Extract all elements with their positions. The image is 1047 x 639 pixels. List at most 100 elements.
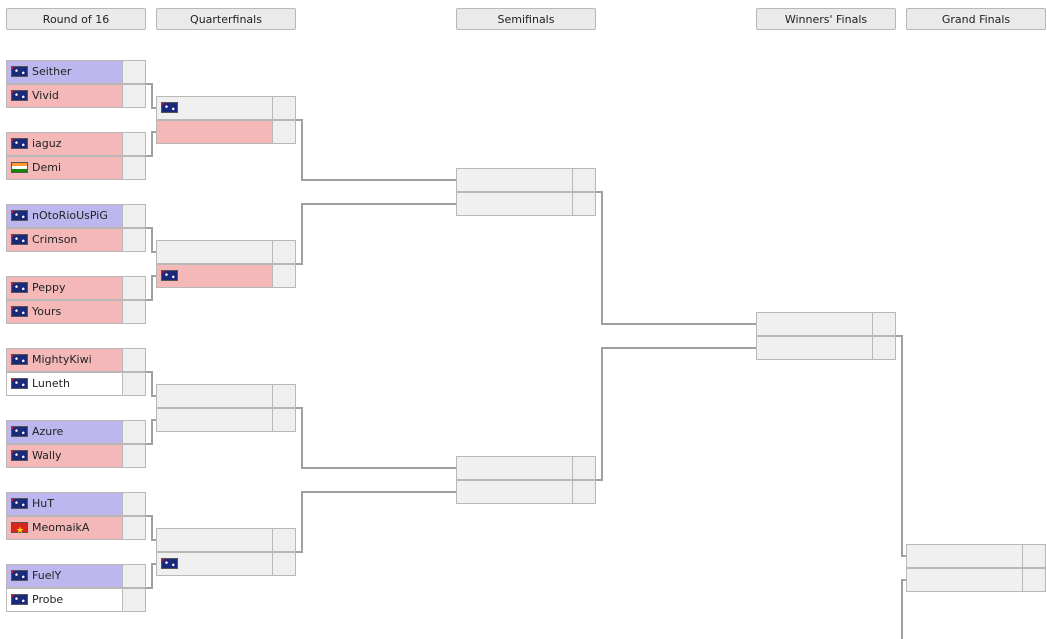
flag-vn-icon — [11, 520, 28, 539]
match-slot[interactable] — [156, 264, 296, 288]
match-slot[interactable]: iaguz — [6, 132, 146, 156]
player-cell[interactable]: Crimson — [6, 228, 123, 252]
score-cell — [123, 564, 146, 588]
score-cell — [573, 168, 596, 192]
player-cell[interactable] — [156, 528, 273, 552]
player-cell[interactable]: Azure — [6, 420, 123, 444]
flag-au-icon — [11, 378, 28, 389]
flag-au-icon — [11, 426, 28, 437]
player-cell[interactable] — [156, 240, 273, 264]
score-cell — [573, 456, 596, 480]
score-cell — [123, 588, 146, 612]
player-cell[interactable] — [156, 384, 273, 408]
flag-au-icon — [11, 234, 28, 245]
match-slot[interactable] — [156, 240, 296, 264]
connector-line — [901, 579, 906, 639]
match-slot[interactable] — [456, 168, 596, 192]
player-cell[interactable]: Peppy — [6, 276, 123, 300]
connector-line — [146, 275, 156, 301]
player-cell[interactable] — [156, 264, 273, 288]
connector-line — [146, 83, 156, 109]
match-slot[interactable] — [456, 480, 596, 504]
match-slot[interactable]: Yours — [6, 300, 146, 324]
player-cell[interactable]: nOtoRioUsPiG — [6, 204, 123, 228]
connector-line — [296, 119, 456, 181]
player-cell[interactable]: FuelY — [6, 564, 123, 588]
match-slot[interactable]: FuelY — [6, 564, 146, 588]
player-cell[interactable]: Probe — [6, 588, 123, 612]
score-cell — [123, 132, 146, 156]
match-slot[interactable] — [756, 336, 896, 360]
player-name: Crimson — [32, 233, 78, 246]
player-cell[interactable]: HuT — [6, 492, 123, 516]
player-cell[interactable] — [156, 96, 273, 120]
match-slot[interactable] — [456, 456, 596, 480]
match-slot[interactable] — [906, 568, 1046, 592]
match-slot[interactable] — [156, 528, 296, 552]
player-name: FuelY — [32, 569, 62, 582]
player-cell[interactable] — [456, 192, 573, 216]
match-slot[interactable]: Luneth — [6, 372, 146, 396]
player-cell[interactable]: Seither — [6, 60, 123, 84]
match-slot[interactable]: Peppy — [6, 276, 146, 300]
match-slot[interactable]: HuT — [6, 492, 146, 516]
match-slot[interactable]: MeomaikA — [6, 516, 146, 540]
flag-in-icon — [11, 162, 28, 173]
flag-au-icon — [11, 90, 28, 101]
score-cell — [123, 420, 146, 444]
match-slot[interactable]: Demi — [6, 156, 146, 180]
player-name: Vivid — [32, 89, 59, 102]
match-slot[interactable] — [156, 120, 296, 144]
match-slot[interactable]: Vivid — [6, 84, 146, 108]
player-cell[interactable]: iaguz — [6, 132, 123, 156]
match-slot[interactable]: Wally — [6, 444, 146, 468]
player-cell[interactable]: Luneth — [6, 372, 123, 396]
flag-au-icon — [11, 138, 28, 149]
player-cell[interactable]: Vivid — [6, 84, 123, 108]
score-cell — [123, 204, 146, 228]
score-cell — [273, 96, 296, 120]
player-cell[interactable] — [156, 552, 273, 576]
flag-au-icon — [11, 498, 28, 509]
player-cell[interactable] — [156, 120, 273, 144]
connector-line — [296, 491, 456, 553]
player-cell[interactable]: MightyKiwi — [6, 348, 123, 372]
flag-au-icon — [11, 354, 28, 365]
player-cell[interactable] — [906, 544, 1023, 568]
match-slot[interactable]: nOtoRioUsPiG — [6, 204, 146, 228]
player-cell[interactable] — [906, 568, 1023, 592]
player-cell[interactable]: MeomaikA — [6, 516, 123, 540]
match-slot[interactable] — [156, 552, 296, 576]
score-cell — [573, 192, 596, 216]
score-cell — [273, 528, 296, 552]
connector-line — [146, 371, 156, 397]
match-slot[interactable]: Crimson — [6, 228, 146, 252]
match-slot[interactable] — [906, 544, 1046, 568]
player-cell[interactable] — [456, 168, 573, 192]
match-slot[interactable] — [156, 96, 296, 120]
player-cell[interactable] — [756, 312, 873, 336]
score-cell — [123, 444, 146, 468]
score-cell — [273, 264, 296, 288]
player-name: Wally — [32, 449, 62, 462]
player-cell[interactable] — [156, 408, 273, 432]
connector-line — [146, 131, 156, 157]
player-cell[interactable] — [756, 336, 873, 360]
flag-au-icon — [161, 558, 178, 569]
player-cell[interactable]: Yours — [6, 300, 123, 324]
match-slot[interactable] — [156, 408, 296, 432]
match-slot[interactable] — [756, 312, 896, 336]
player-name: Yours — [32, 305, 62, 318]
flag-au-icon — [11, 282, 28, 293]
match-slot[interactable]: MightyKiwi — [6, 348, 146, 372]
match-slot[interactable]: Seither — [6, 60, 146, 84]
match-slot[interactable]: Probe — [6, 588, 146, 612]
match-slot[interactable] — [456, 192, 596, 216]
score-cell — [273, 408, 296, 432]
match-slot[interactable] — [156, 384, 296, 408]
match-slot[interactable]: Azure — [6, 420, 146, 444]
player-cell[interactable]: Demi — [6, 156, 123, 180]
player-cell[interactable] — [456, 480, 573, 504]
player-cell[interactable]: Wally — [6, 444, 123, 468]
player-cell[interactable] — [456, 456, 573, 480]
